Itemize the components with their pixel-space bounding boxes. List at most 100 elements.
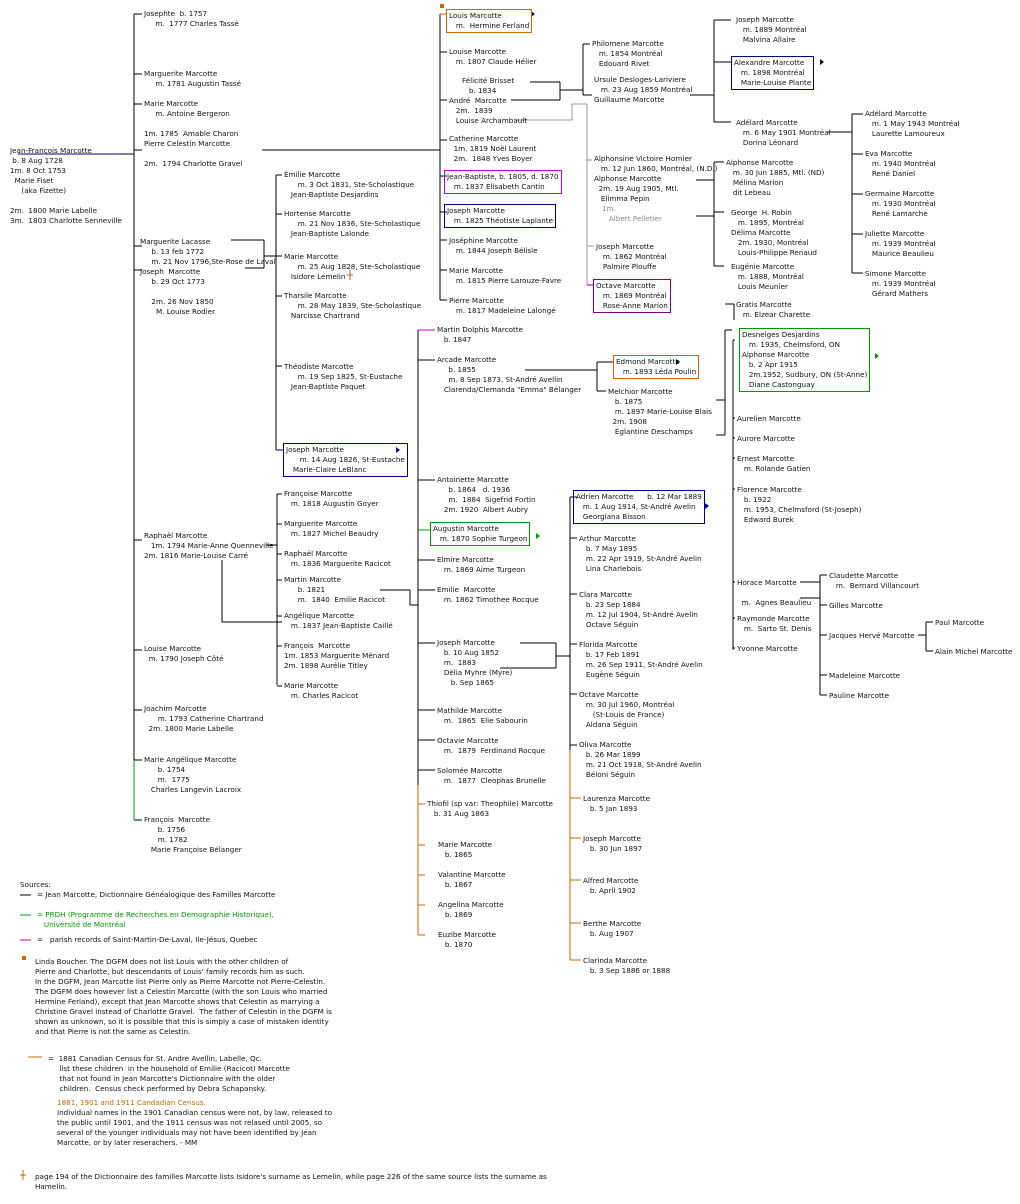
expand-arrow (676, 359, 680, 365)
expand-arrow (875, 353, 879, 359)
person-joseph-lacasse: Marguerite Lacasse b. 13 feb 1772 m. 21 … (140, 237, 276, 316)
person-solomee: Solomée Marcotte m. 1877 Cleophas Brunel… (437, 766, 546, 785)
person-felicite-brisset: Félicité Brisset b. 1834 (462, 76, 515, 95)
person-arcade: Arcade Marcotte b. 1855 m. 8 Sep 1873, S… (437, 355, 582, 394)
person-horace: Horace Marcotte m. Agnes Beaulieu (737, 578, 812, 607)
person-marie-lemelin: Marie Marcotte m. 25 Aug 1828, Ste-Schol… (284, 252, 421, 281)
person-adrien: Adrien Marcotte b. 12 Mar 1889 m. 1 Aug … (573, 490, 705, 524)
person-emilie-rocque: Emilie Marcotte m. 1862 Timothee Rocque (437, 585, 539, 604)
note-linda-boucher: Linda Boucher. The DGFM does not list Lo… (35, 957, 332, 1036)
person-alexandre-plante: Alexandre Marcotte m. 1898 Montréal Mari… (731, 56, 815, 90)
person-alphonse-marion: Alphonse Marcotte m. 30 Jun 1885, Mtl. (… (726, 158, 825, 197)
person-joseph-laplante: Joseph Marcotte m. 1825 Théotiste Laplan… (444, 204, 557, 228)
person-thiofil: Thiofil (sp var: Theophile) Marcotte b. … (427, 799, 553, 818)
person-florida: Florida Marcotte b. 17 Feb 1891 m. 26 Se… (579, 640, 703, 679)
expand-arrow (705, 503, 709, 509)
person-aurelien: Aurelien Marcotte (737, 414, 801, 423)
person-marguerite-marcotte: Marguerite Marcotte m. 1781 Augustin Tas… (144, 69, 242, 88)
person-alain-michel: Alain Michel Marcotte (935, 647, 1013, 656)
census-link[interactable]: 1881, 1901 and 1911 Candadian Census. (57, 1098, 206, 1107)
person-jean-francois-root: Jean-François Marcotte b. 8 Aug 1728 1m.… (10, 146, 122, 225)
person-alfred: Alfred Marcotte b. April 1902 (583, 876, 639, 895)
person-angelique-caille: Angélique Marcotte m. 1837 Jean-Baptiste… (284, 611, 393, 630)
person-adelard-leonard: Adélard Marcotte m. 6 May 1901 Montréal … (736, 118, 831, 147)
person-louise-helier: Louise Marcotte m. 1807 Claude Hélier (449, 47, 537, 66)
person-alphonse-hornier: Alphonsine Victoire Hornier m. 12 Jun 18… (594, 154, 718, 203)
person-adelard-lamoureux: Adélard Marcotte m. 1 May 1943 Montréal … (865, 109, 960, 138)
legend-note-marker (22, 956, 26, 960)
person-marie-marcotte: Marie Marcotte m. Antoine Bergeron (144, 99, 230, 118)
expand-arrow (820, 59, 824, 65)
note-census-release: Individual names in the 1901 Canadian ce… (57, 1108, 333, 1147)
sources-title: Sources: (20, 880, 51, 889)
person-euzibe: Euzibe Marcotte b. 1870 (438, 930, 496, 949)
person-clarinda: Clarinda Marcotte b. 3 Sep 1886 or 1888 (583, 956, 671, 975)
person-madeleine: Madeleine Marcotte (829, 671, 901, 680)
person-eugenie: Eugénie Marcotte m. 1888, Montréal Louis… (731, 262, 804, 291)
person-delima-robin: George H. Robin m. 1895, Montréal Délima… (731, 208, 817, 257)
person-augustin: Augustin Marcotte m. 1870 Sophie Turgeon (430, 522, 531, 546)
person-claudette: Claudette Marcotte m. Bernard Villancour… (829, 571, 919, 590)
person-raphael-racicot: Raphaël Marcotte m. 1836 Marguerite Raci… (284, 549, 391, 568)
person-arthur: Arthur Marcotte b. 7 May 1895 m. 22 Apr … (579, 534, 702, 573)
person-francois-menard: François Marcotte 1m. 1853 Marguerite Mé… (284, 641, 390, 670)
person-alphonse-castonguay: Desneiges Desjardins m. 1935, Chelmsford… (739, 328, 871, 392)
person-raymonde: Raymonde Marcotte m. Sarto St. Denis (737, 614, 812, 633)
person-jacques-herve: Jacques Hervé Marcotte (829, 631, 915, 640)
person-valantine: Valantine Marcotte b. 1867 (438, 870, 506, 889)
person-octavie: Octavie Marcotte m. 1879 Ferdinand Rocqu… (437, 736, 546, 755)
person-albert-pelletier: 1m. Albert Pelletier (602, 204, 662, 223)
note-census: = 1881 Canadian Census for St. Andre Ave… (48, 1054, 290, 1093)
person-guillaume: Ursule Desloges-Lariviere m. 23 Aug 1859… (594, 75, 693, 104)
person-theodiste: Théodiste Marcotte m. 19 Sep 1825, St-Eu… (284, 362, 403, 391)
person-gratis: Gratis Marcotte m. Elzear Charette (736, 300, 811, 319)
person-josephte: Josephte b. 1757 m. 1777 Charles Tassé (144, 9, 239, 28)
person-marie-larouze: Marie Marcotte m. 1815 Pierre Larouze-Fa… (449, 266, 562, 285)
person-marguerite-beaudry: Marguerite Marcotte m. 1827 Michel Beaud… (284, 519, 379, 538)
person-joseph-1897: Joseph Marcotte b. 30 Jun 1897 (583, 834, 643, 853)
person-marie-angelique: Marie Angélique Marcotte b. 1754 m. 1775… (144, 755, 242, 794)
person-martin: Martin Marcotte b. 1821 m. 1840 Emilie R… (284, 575, 386, 604)
person-melchior: Melchior Marcotte b. 1875 m. 1897 Marie-… (608, 387, 712, 436)
person-andre: André Marcotte 2m. 1839 Louise Archambau… (449, 96, 528, 125)
source-dgfm: = Jean Marcotte, Dictionnaire Généalogiq… (37, 890, 276, 899)
expand-arrow (396, 447, 400, 453)
person-berthe: Berthe Marcotte b. Aug 1907 (583, 919, 642, 938)
note-isidore: page 194 of the Dictionnaire des famille… (35, 1172, 547, 1191)
person-joseph-plouffe: Joseph Marcotte m. 1862 Montréal Palmire… (596, 242, 667, 271)
person-joseph-myhre: Joseph Marcotte b. 10 Aug 1852 m. 1883 D… (437, 638, 513, 687)
person-pierre-celestin: 1m. 1785 Amable Charon Pierre Celestin M… (144, 129, 243, 168)
person-martin-dolphis: Martin Dolphis Marcotte b. 1847 (437, 325, 524, 344)
person-marie-racicot: Marie Marcotte m. Charles Racicot (284, 681, 359, 700)
person-angelina: Angelina Marcotte b. 1869 (438, 900, 504, 919)
person-josephine: Joséphine Marcotte m. 1844 Joseph Bélisl… (449, 236, 538, 255)
person-joachim: Joachim Marcotte m. 1793 Catherine Chart… (144, 704, 264, 733)
person-simone: Simone Marcotte m. 1939 Montréal Gérard … (865, 269, 936, 298)
person-hortense: Hortense Marcotte m. 21 Nov 1836, Ste-Sc… (284, 209, 421, 238)
person-octave-marion: Octave Marcotte m. 1869 Montréal Rose-An… (593, 279, 671, 313)
person-joseph-allaire: Joseph Marcotte m. 1889 Montréal Malvina… (736, 15, 807, 44)
person-laurenza: Laurenza Marcotte b. 5 Jan 1893 (583, 794, 651, 813)
person-francois-belanger: François Marcotte b. 1756 m. 1782 Marie … (144, 815, 242, 854)
person-pauline: Pauline Marcotte (829, 691, 890, 700)
person-catherine: Catherine Marcotte 1m. 1819 Noël Laurent… (449, 134, 537, 163)
person-emilie-desjardins: Émilie Marcotte m. 3 Oct 1831, Ste-Schol… (284, 170, 415, 199)
person-antoinette: Antoinette Marcotte b. 1864 d. 1936 m. 1… (437, 475, 536, 514)
expand-arrow (536, 533, 540, 539)
person-mathilde: Mathilde Marcotte m. 1865 Elie Sabourin (437, 706, 528, 725)
person-juliette: Juliette Marcotte m. 1939 Montréal Mauri… (865, 229, 936, 258)
person-louise-cote: Louise Marcotte m. 1790 Joseph Côté (144, 644, 224, 663)
person-marie-1865: Marie Marcotte b. 1865 (438, 840, 493, 859)
source-parish: = parish records of Saint-Martin-De-Lava… (37, 935, 258, 944)
person-joseph-leblanc: Joseph Marcotte m. 14 Aug 1826, St-Eusta… (283, 443, 408, 477)
person-octave-seguin: Octave Marcotte m. 30 Jul 1960, Montréal… (579, 690, 675, 729)
person-tharsile: Tharsile Marcotte m. 28 May 1839, Ste-Sc… (284, 291, 422, 320)
person-florence: Florence Marcotte b. 1922 m. 1953, Chelm… (737, 485, 862, 524)
person-oliva: Oliva Marcotte b. 26 Mar 1899 m. 21 Oct … (579, 740, 702, 779)
person-philomene: Philomene Marcotte m. 1854 Montréal Edou… (592, 39, 664, 68)
person-gilles: Gilles Marcotte (829, 601, 883, 610)
person-yvonne: Yvonne Marcotte (737, 644, 798, 653)
person-louis-ferland: Louis Marcotte m. Hermine Ferland (446, 9, 533, 33)
